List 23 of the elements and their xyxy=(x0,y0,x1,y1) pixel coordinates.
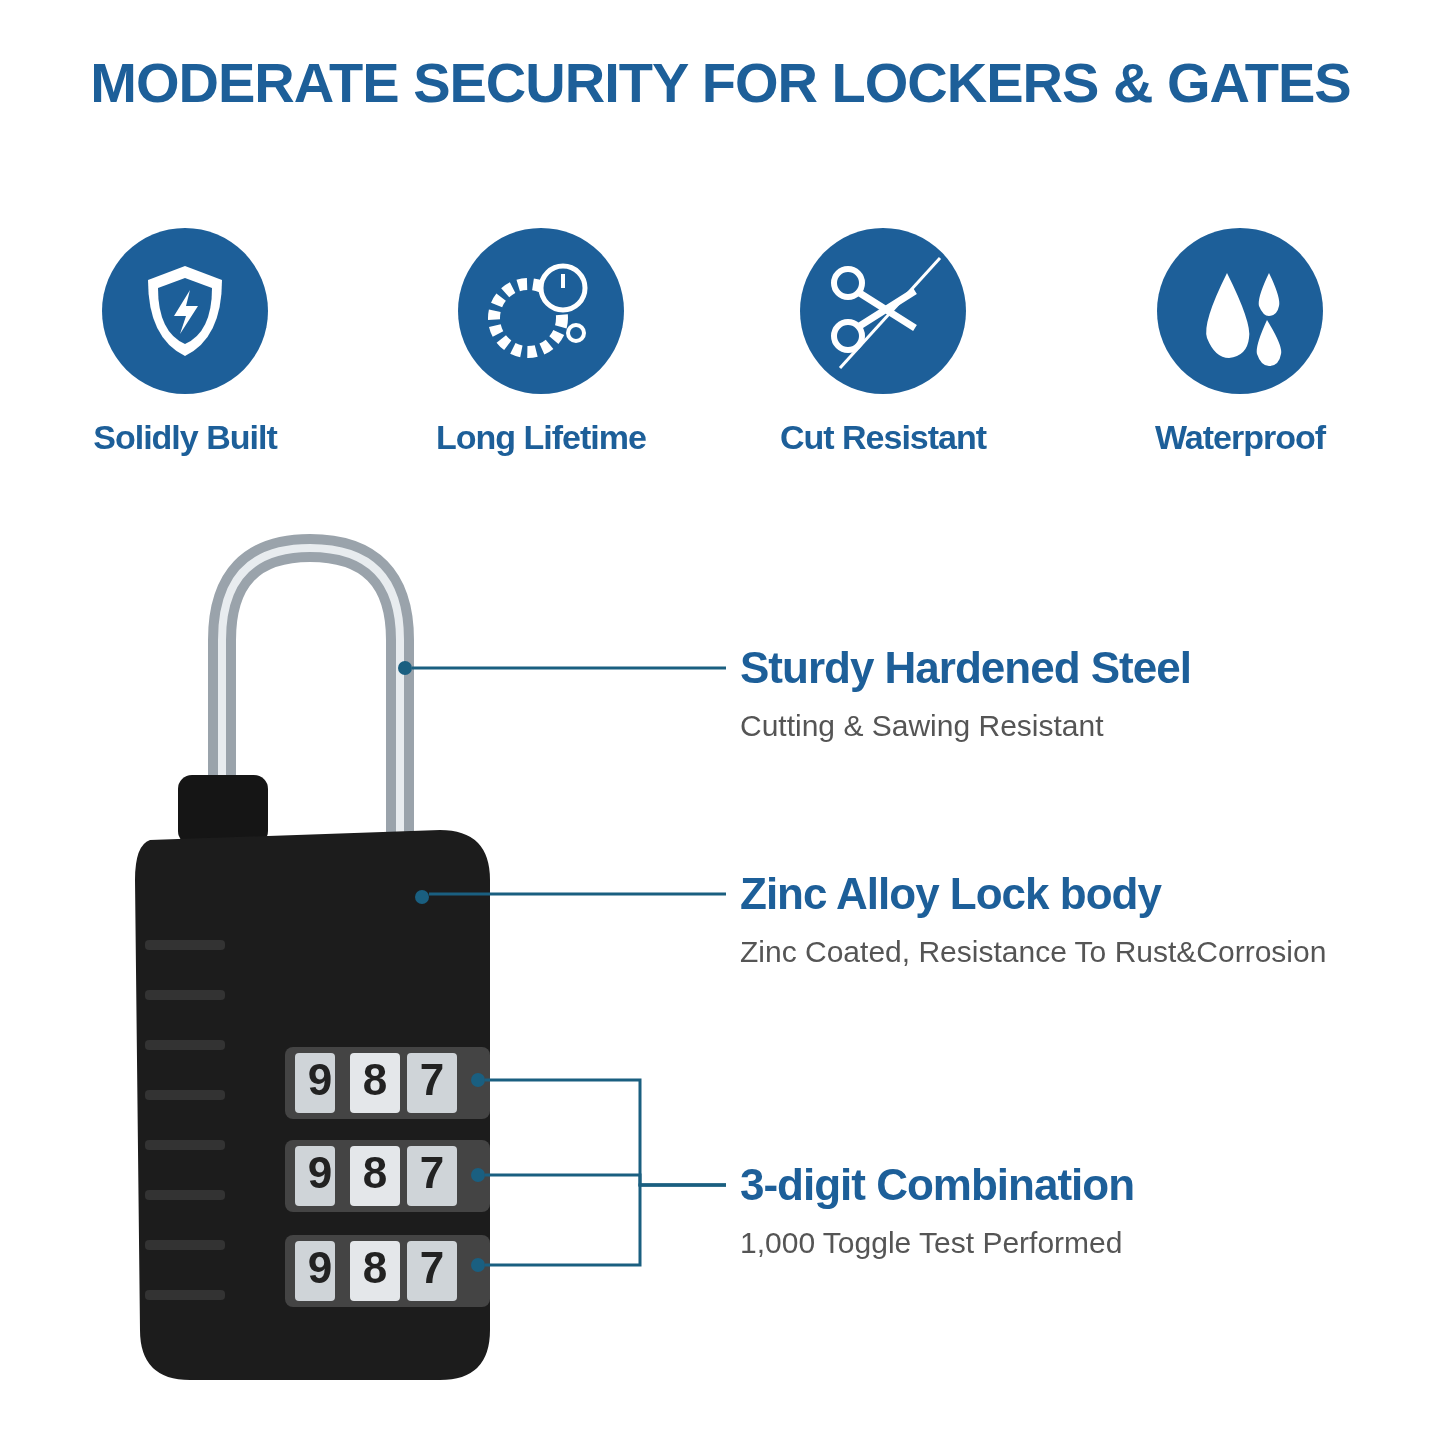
dial-digit: 7 xyxy=(418,1242,446,1294)
leader-line xyxy=(412,666,726,670)
feature-heading: Zinc Alloy Lock body xyxy=(740,868,1163,920)
feature-label: Long Lifetime xyxy=(435,418,647,457)
feature-description: Cutting & Sawing Resistant xyxy=(740,708,1105,744)
feature-heading: 3-digit Combination xyxy=(740,1159,1135,1211)
dial-digit: 9 xyxy=(306,1054,334,1106)
feature-label: Cut Resistant xyxy=(778,418,988,457)
feature-label: Waterproof xyxy=(1153,418,1327,457)
title: MODERATE SECURITY FOR LOCKERS & GATES xyxy=(89,50,1352,115)
leader-line xyxy=(429,892,726,896)
feature-heading: Sturdy Hardened Steel xyxy=(740,642,1191,694)
dial-digit: 7 xyxy=(418,1054,446,1106)
dial-digit: 7 xyxy=(418,1147,446,1199)
dial-digit: 8 xyxy=(361,1054,389,1106)
feature-label: Solidly Built xyxy=(92,418,279,457)
dial-digit: 9 xyxy=(306,1147,334,1199)
dial-digit: 8 xyxy=(361,1147,389,1199)
leader-line xyxy=(485,1183,726,1267)
feature-description: Zinc Coated, Resistance To Rust&Corrosion xyxy=(740,934,1327,970)
dial-digit: 9 xyxy=(306,1242,334,1294)
feature-description: 1,000 Toggle Test Performed xyxy=(740,1225,1124,1261)
dial-digit: 8 xyxy=(361,1242,389,1294)
